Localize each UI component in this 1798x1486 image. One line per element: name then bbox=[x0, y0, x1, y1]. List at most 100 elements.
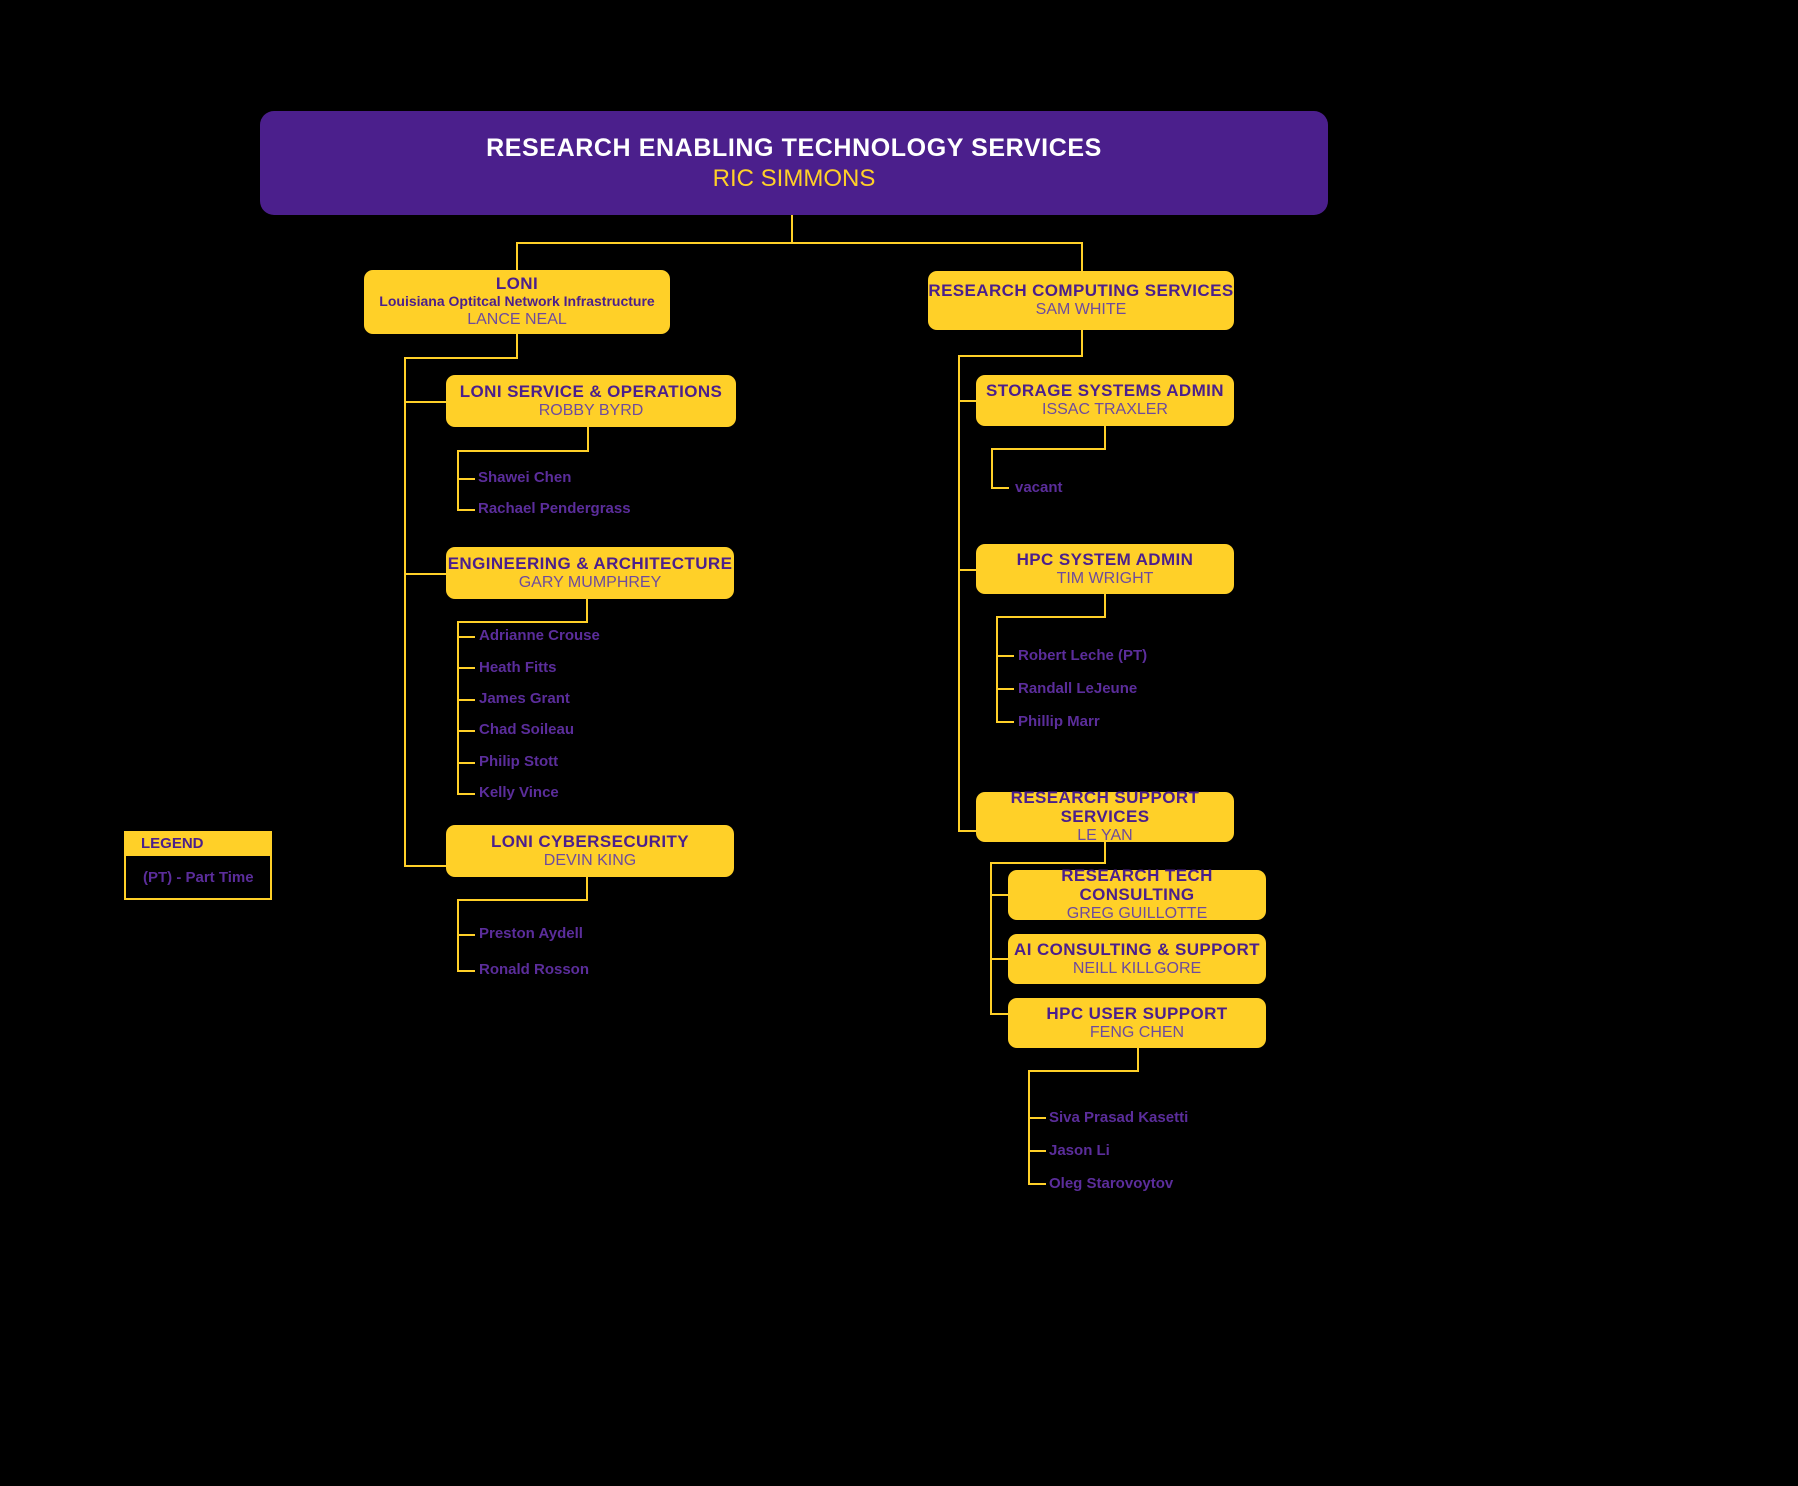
hpcuser-person: FENG CHEN bbox=[1089, 1023, 1185, 1041]
hpcadmin-title: HPC SYSTEM ADMIN bbox=[1016, 549, 1194, 569]
connector-enga-leaf-3 bbox=[457, 699, 475, 701]
hpcuser-title: HPC USER SUPPORT bbox=[1046, 1003, 1228, 1023]
connector-svcops-spine bbox=[457, 450, 459, 510]
node-hpc-system-admin[interactable]: HPC SYSTEM ADMIN TIM WRIGHT bbox=[976, 544, 1234, 594]
cyber-title: LONI CYBERSECURITY bbox=[491, 831, 689, 851]
staff-kelly-vince: Kelly Vince bbox=[479, 784, 559, 801]
connector-storage-spine bbox=[991, 448, 993, 488]
connector-hpcadmin-bus bbox=[996, 616, 1106, 618]
storage-person: ISSAC TRAXLER bbox=[1042, 401, 1168, 419]
connector-loni-to-enga bbox=[404, 573, 448, 575]
connector-loni-spine bbox=[404, 357, 406, 867]
connector-enga-leaf-4 bbox=[457, 730, 475, 732]
connector-hpcuser-leaf-3 bbox=[1028, 1183, 1046, 1185]
connector-cyber-bus bbox=[457, 899, 588, 901]
enga-person: GARY MUMPHREY bbox=[518, 573, 662, 591]
connector-hpcadmin-leaf-1 bbox=[996, 655, 1014, 657]
connector-support-to-ai bbox=[990, 958, 1010, 960]
connector-support-to-hpcuser bbox=[990, 1013, 1010, 1015]
connector-cyber-stem bbox=[586, 876, 588, 901]
staff-shawei-chen: Shawei Chen bbox=[478, 469, 572, 486]
cyber-person: DEVIN KING bbox=[543, 851, 637, 869]
node-ai-consulting-support[interactable]: AI CONSULTING & SUPPORT NEILL KILLGORE bbox=[1008, 934, 1266, 984]
connector-hpcuser-bus bbox=[1028, 1070, 1139, 1072]
connector-svcops-stem bbox=[587, 427, 589, 452]
connector-hpcadmin-leaf-2 bbox=[996, 688, 1014, 690]
connector-svcops-leaf-2 bbox=[457, 509, 475, 511]
node-engineering-architecture[interactable]: ENGINEERING & ARCHITECTURE GARY MUMPHREY bbox=[446, 547, 734, 599]
connector-rcs-to-storage bbox=[958, 400, 978, 402]
node-research-tech-consulting[interactable]: RESEARCH TECH CONSULTING GREG GUILLOTTE bbox=[1008, 866, 1266, 923]
root-person: RIC SIMMONS bbox=[712, 164, 876, 192]
ai-person: NEILL KILLGORE bbox=[1072, 959, 1202, 977]
legend-entry-part-time: (PT) - Part Time bbox=[124, 856, 272, 900]
connector-to-loni bbox=[516, 242, 518, 271]
node-loni[interactable]: LONI Louisiana Optitcal Network Infrastr… bbox=[364, 270, 670, 334]
node-storage-systems-admin[interactable]: STORAGE SYSTEMS ADMIN ISSAC TRAXLER bbox=[976, 375, 1234, 426]
staff-preston-aydell: Preston Aydell bbox=[479, 925, 583, 942]
node-root-research-enabling-technology-services[interactable]: RESEARCH ENABLING TECHNOLOGY SERVICES RI… bbox=[260, 111, 1328, 215]
staff-oleg-starovoytov: Oleg Starovoytov bbox=[1049, 1175, 1174, 1192]
connector-support-stem bbox=[1104, 842, 1106, 864]
connector-enga-leaf-6 bbox=[457, 793, 475, 795]
loni-svcops-title: LONI SERVICE & OPERATIONS bbox=[459, 381, 723, 401]
connector-cyber-leaf-1 bbox=[457, 934, 475, 936]
staff-james-grant: James Grant bbox=[479, 690, 570, 707]
connector-loni-to-svcops bbox=[404, 401, 448, 403]
ai-title: AI CONSULTING & SUPPORT bbox=[1014, 939, 1260, 959]
connector-hpcadmin-leaf-3 bbox=[996, 721, 1014, 723]
loni-subtitle: Louisiana Optitcal Network Infrastructur… bbox=[379, 293, 655, 310]
staff-jason-li: Jason Li bbox=[1049, 1142, 1110, 1159]
node-research-computing-services[interactable]: RESEARCH COMPUTING SERVICES SAM WHITE bbox=[928, 271, 1234, 330]
connector-rcs-to-support bbox=[958, 830, 978, 832]
connector-rcs-spine bbox=[958, 355, 960, 832]
staff-philip-stott: Philip Stott bbox=[479, 753, 559, 770]
connector-enga-leaf-1 bbox=[457, 636, 475, 638]
connector-enga-bus bbox=[457, 621, 588, 623]
connector-support-spine bbox=[990, 862, 992, 1014]
rtc-title: RESEARCH TECH CONSULTING bbox=[1061, 866, 1213, 905]
connector-storage-stem bbox=[1104, 426, 1106, 450]
connector-rcs-bus bbox=[958, 355, 1083, 357]
connector-root-bus bbox=[516, 242, 1082, 244]
rcs-title: RESEARCH COMPUTING SERVICES bbox=[928, 281, 1234, 301]
connector-loni-to-cyber bbox=[404, 865, 448, 867]
enga-title: ENGINEERING & ARCHITECTURE bbox=[447, 553, 733, 573]
support-title: RESEARCH SUPPORT SERVICES bbox=[1010, 788, 1200, 827]
node-hpc-user-support[interactable]: HPC USER SUPPORT FENG CHEN bbox=[1008, 998, 1266, 1048]
connector-hpcadmin-stem bbox=[1104, 594, 1106, 618]
hpcadmin-person: TIM WRIGHT bbox=[1056, 569, 1154, 587]
staff-chad-soileau: Chad Soileau bbox=[479, 721, 575, 738]
connector-rcs-stem bbox=[1081, 330, 1083, 357]
connector-svcops-bus bbox=[457, 450, 589, 452]
rcs-person: SAM WHITE bbox=[1035, 301, 1127, 319]
node-research-support-services[interactable]: RESEARCH SUPPORT SERVICES LE YAN bbox=[976, 788, 1234, 845]
connector-hpcuser-leaf-1 bbox=[1028, 1117, 1046, 1119]
connector-enga-leaf-2 bbox=[457, 667, 475, 669]
node-loni-cybersecurity[interactable]: LONI CYBERSECURITY DEVIN KING bbox=[446, 825, 734, 877]
connector-hpcuser-stem bbox=[1137, 1046, 1139, 1072]
staff-ronald-rosson: Ronald Rosson bbox=[479, 961, 590, 978]
staff-robert-leche: Robert Leche (PT) bbox=[1018, 647, 1148, 664]
rtc-person: GREG GUILLOTTE bbox=[1066, 905, 1208, 923]
loni-person: LANCE NEAL bbox=[467, 311, 567, 329]
staff-adrianne-crouse: Adrianne Crouse bbox=[479, 627, 600, 644]
staff-siva-prasad-kasetti: Siva Prasad Kasetti bbox=[1049, 1109, 1189, 1126]
connector-root-stem bbox=[791, 214, 793, 242]
connector-storage-bus bbox=[991, 448, 1106, 450]
connector-hpcuser-spine bbox=[1028, 1070, 1030, 1184]
staff-phillip-marr: Phillip Marr bbox=[1018, 713, 1100, 730]
connector-to-rcs bbox=[1081, 242, 1083, 271]
staff-rachael-pendergrass: Rachael Pendergrass bbox=[478, 500, 631, 517]
root-title: RESEARCH ENABLING TECHNOLOGY SERVICES bbox=[486, 133, 1102, 162]
connector-loni-stem bbox=[516, 334, 518, 359]
staff-vacant: vacant bbox=[1015, 479, 1063, 496]
node-loni-service-operations[interactable]: LONI SERVICE & OPERATIONS ROBBY BYRD bbox=[446, 375, 736, 427]
staff-heath-fitts: Heath Fitts bbox=[479, 659, 557, 676]
connector-cyber-leaf-2 bbox=[457, 970, 475, 972]
connector-enga-leaf-5 bbox=[457, 762, 475, 764]
support-person: LE YAN bbox=[1077, 827, 1133, 845]
legend-heading: LEGEND bbox=[124, 831, 272, 856]
connector-rcs-to-hpcadmin bbox=[958, 569, 978, 571]
